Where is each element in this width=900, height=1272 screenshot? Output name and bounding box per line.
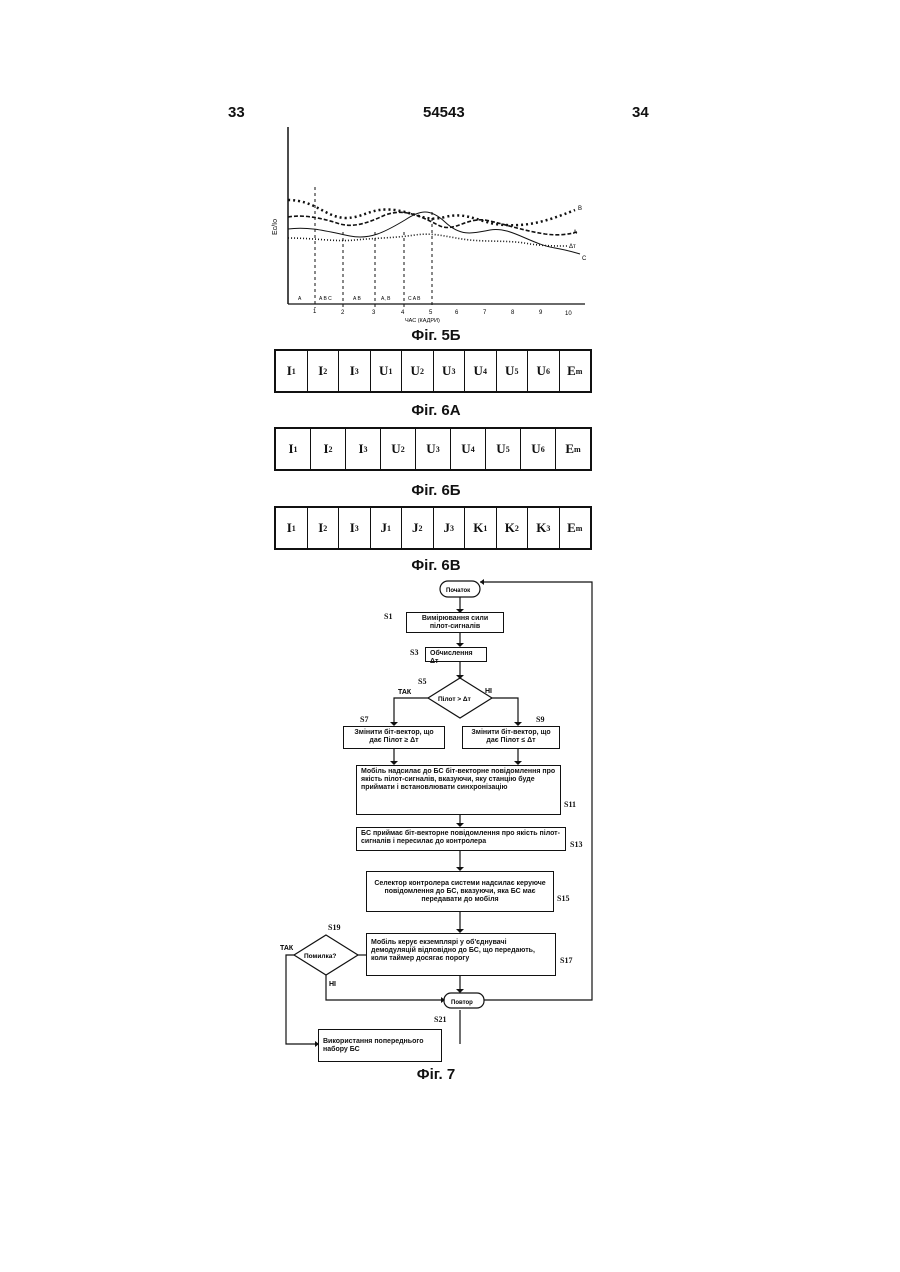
s19-label-text: Помилка? (304, 953, 336, 960)
s7-box: Змінити біт-вектор, що дає Пілот ≥ Δт (343, 726, 445, 749)
yes-label-s19: ТАК (280, 945, 294, 952)
no-label-s5: НІ (485, 688, 492, 695)
no-label-s19: НІ (329, 981, 336, 988)
s9-label: S9 (536, 715, 544, 724)
s11-box: Мобіль надсилає до БС біт-векторне повід… (356, 765, 561, 815)
fig7-caption: Фіг. 7 (280, 1066, 592, 1083)
s17-box: Мобіль керує екземплярі у об'єднувачі де… (366, 933, 556, 976)
s3-box: Обчислення Δт (425, 647, 487, 662)
s1-box: Вимірювання сили пілот-сигналів (406, 612, 504, 633)
s5-label: S5 (418, 677, 426, 686)
s9-box: Змінити біт-вектор, що дає Пілот ≤ Δт (462, 726, 560, 749)
s21-box: Використання попереднього набору БС (318, 1029, 442, 1062)
s1-label: S1 (384, 612, 392, 621)
s3-label: S3 (410, 648, 418, 657)
s19-label: S19 (328, 923, 340, 932)
s13-label: S13 (570, 840, 582, 849)
end-terminal-label: Повтор (451, 1000, 473, 1006)
s15-box: Селектор контролера системи надсилає кер… (366, 871, 554, 912)
s17-label: S17 (560, 956, 572, 965)
s15-label: S15 (557, 894, 569, 903)
s21-label: S21 (434, 1015, 446, 1024)
yes-label-s5: ТАК (398, 689, 412, 696)
s13-box: БС приймає біт-векторне повідомлення про… (356, 827, 566, 851)
s7-label: S7 (360, 715, 368, 724)
s5-label-text: Пілот > Δт (438, 695, 471, 703)
s11-label: S11 (564, 800, 576, 809)
start-terminal-label: Початок (446, 588, 470, 594)
